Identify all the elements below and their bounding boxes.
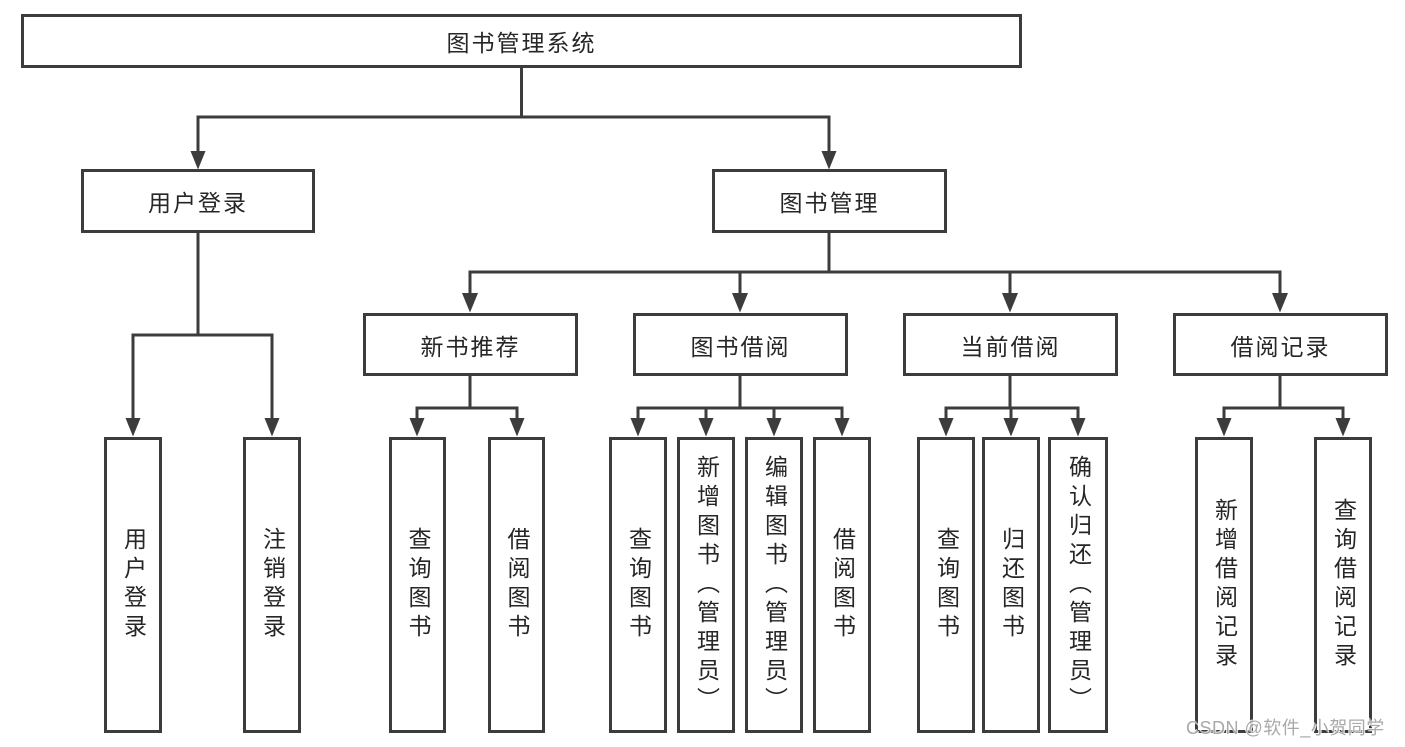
node-recommend-borrow-books: 借阅图书 — [488, 437, 545, 733]
node-book-management-label: 图书管理 — [779, 190, 880, 216]
connector-root-splitter — [196, 115, 831, 153]
node-new-book-recommend: 新书推荐 — [363, 313, 578, 376]
node-current-borrow-label: 当前借阅 — [960, 333, 1061, 360]
node-book-borrow-label: 图书借阅 — [690, 333, 791, 360]
arrowhead-book-management — [821, 151, 837, 170]
node-new-book-recommend-label: 新书推荐 — [420, 333, 521, 360]
connector-level3-splitter — [468, 270, 1282, 294]
node-root: 图书管理系统 — [21, 14, 1022, 68]
node-query-borrow-record: 查询借阅记录 — [1314, 437, 1372, 733]
node-logout-action: 注销登录 — [243, 437, 301, 733]
node-add-borrow-record: 新增借阅记录 — [1195, 437, 1253, 733]
csdn-watermark: CSDN @软件_小贺同学 — [1186, 718, 1385, 738]
node-confirm-return-admin: 确认归还（管理员） — [1048, 437, 1108, 733]
node-borrow-borrow-books: 借阅图书 — [813, 437, 871, 733]
node-user-login-label: 用户登录 — [148, 190, 248, 216]
connector-user-login-splitter — [131, 333, 274, 419]
node-current-borrow: 当前借阅 — [903, 313, 1118, 376]
node-user-login: 用户登录 — [81, 169, 315, 233]
node-edit-books-admin: 编辑图书（管理员） — [745, 437, 803, 733]
arrowhead-user-login — [190, 151, 206, 170]
node-recommend-query-books: 查询图书 — [389, 437, 446, 733]
node-user-login-action: 用户登录 — [104, 437, 162, 733]
node-return-books: 归还图书 — [982, 437, 1040, 733]
node-borrow-records-label: 借阅记录 — [1230, 333, 1331, 360]
node-add-books-admin: 新增图书（管理员） — [677, 437, 735, 733]
node-book-borrow: 图书借阅 — [633, 313, 848, 376]
node-root-label: 图书管理系统 — [446, 30, 597, 56]
node-current-query-books: 查询图书 — [917, 437, 975, 733]
node-book-management: 图书管理 — [712, 169, 947, 233]
node-borrow-records: 借阅记录 — [1173, 313, 1388, 376]
node-borrow-query-books: 查询图书 — [609, 437, 667, 733]
